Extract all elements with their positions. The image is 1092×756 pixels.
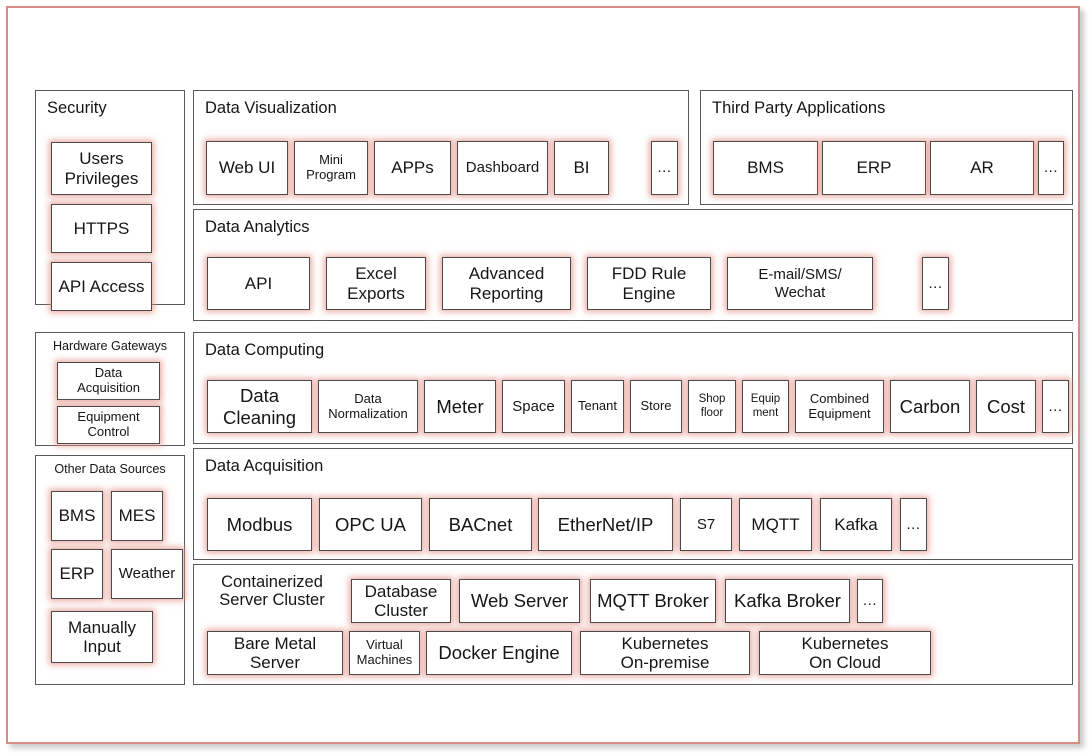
node-store[interactable]: Store — [630, 380, 682, 433]
node-meter[interactable]: Meter — [424, 380, 496, 433]
node-bi[interactable]: BI — [554, 141, 609, 195]
node-https[interactable]: HTTPS — [51, 204, 152, 253]
node-bare-metal-server[interactable]: Bare Metal Server — [207, 631, 343, 675]
node-analytics-api[interactable]: API — [207, 257, 310, 310]
node-source-bms[interactable]: BMS — [51, 491, 103, 541]
node-users-privileges[interactable]: Users Privileges — [51, 142, 152, 195]
node-gateway-data-acquisition[interactable]: Data Acquisition — [57, 362, 160, 400]
node-dashboard[interactable]: Dashboard — [457, 141, 548, 195]
panel-hardware-gateways: Hardware Gateways Data Acquisition Equip… — [35, 332, 185, 446]
node-mqtt-broker[interactable]: MQTT Broker — [590, 579, 716, 623]
node-web-server[interactable]: Web Server — [459, 579, 580, 623]
node-docker-engine[interactable]: Docker Engine — [426, 631, 572, 675]
panel-data-visualization: Data Visualization Web UI Mini Program A… — [193, 90, 689, 205]
node-ethernet-ip[interactable]: EtherNet/IP — [538, 498, 673, 551]
panel-other-data-sources-title: Other Data Sources — [54, 462, 166, 476]
node-cluster-more[interactable]: ... — [857, 579, 883, 623]
node-source-weather[interactable]: Weather — [111, 549, 183, 599]
node-carbon[interactable]: Carbon — [890, 380, 970, 433]
node-third-party-ar[interactable]: AR — [930, 141, 1034, 195]
panel-hardware-gateways-title: Hardware Gateways — [52, 339, 168, 353]
diagram-frame: Security Users Privileges HTTPS API Acce… — [6, 6, 1080, 744]
panel-third-party-applications-title: Third Party Applications — [712, 99, 886, 117]
node-computing-more[interactable]: ... — [1042, 380, 1069, 433]
node-web-ui[interactable]: Web UI — [206, 141, 288, 195]
node-kafka-broker[interactable]: Kafka Broker — [725, 579, 850, 623]
node-third-party-erp[interactable]: ERP — [822, 141, 926, 195]
node-visualization-more[interactable]: ... — [651, 141, 678, 195]
node-source-mes[interactable]: MES — [111, 491, 163, 541]
node-modbus[interactable]: Modbus — [207, 498, 312, 551]
panel-data-analytics: Data Analytics API Excel Exports Advance… — [193, 209, 1073, 321]
node-third-party-bms[interactable]: BMS — [713, 141, 818, 195]
panel-third-party-applications: Third Party Applications BMS ERP AR ... — [700, 90, 1073, 205]
node-excel-exports[interactable]: Excel Exports — [326, 257, 426, 310]
node-source-erp[interactable]: ERP — [51, 549, 103, 599]
panel-other-data-sources: Other Data Sources BMS MES ERP Weather M… — [35, 455, 185, 685]
node-kubernetes-on-premise[interactable]: Kubernetes On-premise — [580, 631, 750, 675]
node-third-party-more[interactable]: ... — [1038, 141, 1064, 195]
node-virtual-machines[interactable]: Virtual Machines — [349, 631, 420, 675]
node-cost[interactable]: Cost — [976, 380, 1036, 433]
panel-data-acquisition: Data Acquisition Modbus OPC UA BACnet Et… — [193, 448, 1073, 560]
panel-containerized-server-cluster-title: Containerized Server Cluster — [219, 573, 325, 610]
node-mini-program[interactable]: Mini Program — [294, 141, 368, 195]
node-acquisition-more[interactable]: ... — [900, 498, 927, 551]
panel-data-analytics-title: Data Analytics — [205, 218, 310, 236]
node-kubernetes-on-cloud[interactable]: Kubernetes On Cloud — [759, 631, 931, 675]
node-tenant[interactable]: Tenant — [571, 380, 624, 433]
node-advanced-reporting[interactable]: Advanced Reporting — [442, 257, 571, 310]
node-equipment[interactable]: Equip ment — [742, 380, 789, 433]
node-opc-ua[interactable]: OPC UA — [319, 498, 422, 551]
node-apps[interactable]: APPs — [374, 141, 451, 195]
node-database-cluster[interactable]: Database Cluster — [351, 579, 451, 623]
node-data-normalization[interactable]: Data Normalization — [318, 380, 418, 433]
panel-data-acquisition-title: Data Acquisition — [205, 457, 324, 475]
node-shop-floor[interactable]: Shop floor — [688, 380, 736, 433]
panel-security: Security Users Privileges HTTPS API Acce… — [35, 90, 185, 311]
panel-containerized-server-cluster: Containerized Server Cluster Database Cl… — [193, 564, 1073, 685]
node-source-manually-input[interactable]: Manually Input — [51, 611, 153, 663]
node-api-access[interactable]: API Access — [51, 262, 152, 311]
node-space[interactable]: Space — [502, 380, 565, 433]
node-combined-equipment[interactable]: Combined Equipment — [795, 380, 884, 433]
panel-data-visualization-title: Data Visualization — [205, 99, 337, 117]
node-s7[interactable]: S7 — [680, 498, 732, 551]
node-data-cleaning[interactable]: Data Cleaning — [207, 380, 312, 433]
node-gateway-equipment-control[interactable]: Equipment Control — [57, 406, 160, 444]
node-kafka[interactable]: Kafka — [820, 498, 892, 551]
node-mqtt[interactable]: MQTT — [739, 498, 812, 551]
node-email-sms-wechat[interactable]: E-mail/SMS/ Wechat — [727, 257, 873, 310]
panel-data-computing: Data Computing Data Cleaning Data Normal… — [193, 332, 1073, 444]
node-bacnet[interactable]: BACnet — [429, 498, 532, 551]
node-analytics-more[interactable]: ... — [922, 257, 949, 310]
node-fdd-rule-engine[interactable]: FDD Rule Engine — [587, 257, 711, 310]
panel-data-computing-title: Data Computing — [205, 341, 325, 359]
panel-security-title: Security — [47, 99, 107, 117]
